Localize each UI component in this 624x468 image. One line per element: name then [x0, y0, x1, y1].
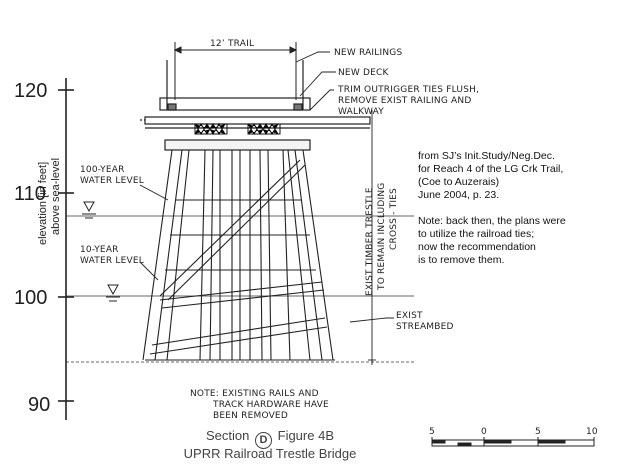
- bottom-note-line2: TRACK HARDWARE HAVE: [212, 400, 329, 410]
- elevation-axis: [58, 78, 74, 420]
- source-note-line: Note: back then, the plans were: [418, 215, 566, 227]
- trim-note-line1: TRIM OUTRIGGER TIES FLUSH,: [337, 85, 479, 95]
- section-letter-badge: D: [255, 432, 272, 449]
- elevation-axis-subtitle: above sea-level: [50, 158, 62, 235]
- water-10-label-line2: WATER LEVEL: [80, 256, 144, 266]
- new-deck-label: NEW DECK: [338, 68, 389, 78]
- scale-tick-5-left: 5: [429, 427, 435, 437]
- source-note-line: is to remove them.: [418, 254, 505, 266]
- source-note-line: from SJ’s Init.Study/Neg.Dec.: [418, 150, 555, 162]
- bottom-note-line3: BEEN REMOVED: [213, 411, 288, 421]
- water-100-label-line1: 100-YEAR: [80, 165, 125, 175]
- water-100-label-line2: WATER LEVEL: [80, 176, 144, 186]
- source-note-line: (Coe to Auzerais): [418, 176, 500, 188]
- streambed-label-line2: STREAMBED: [396, 322, 454, 332]
- streambed-label-line1: EXIST: [396, 311, 423, 321]
- figure-caption-section: Section D Figure 4B: [150, 428, 390, 449]
- scale-tick-5-right: 5: [535, 427, 541, 437]
- trestle-note-line1: EXIST TIMBER TRESTLE: [365, 187, 375, 296]
- trim-note-line2: REMOVE EXIST RAILING AND: [338, 96, 471, 106]
- elevation-tick-110: 110: [14, 183, 46, 205]
- new-railings-label: NEW RAILINGS: [334, 48, 402, 58]
- leader-lines: [139, 51, 394, 365]
- scale-tick-0: 0: [481, 427, 487, 437]
- trestle-note-line2: TO REMAIN INCLUDING: [377, 183, 387, 291]
- trim-note-line3: WALKWAY: [338, 107, 384, 117]
- elevation-tick-100: 100: [14, 287, 47, 309]
- source-note-line: now the recommendation: [418, 241, 536, 253]
- figure-caption-title: UPRR Railroad Trestle Bridge: [183, 446, 357, 461]
- scale-tick-10: 10: [586, 427, 598, 437]
- source-note: from SJ’s Init.Study/Neg.Dec. for Reach …: [418, 150, 618, 267]
- caption-figure-number: Figure 4B: [277, 428, 334, 443]
- caption-section-word: Section: [206, 428, 250, 443]
- trestle-bents: [142, 149, 335, 361]
- elevation-axis-title: elevation [in feet]: [37, 162, 49, 245]
- bottom-note-line1: NOTE: EXISTING RAILS AND: [190, 389, 319, 399]
- source-note-line: June 2004, p. 23.: [418, 189, 500, 201]
- cross-ties: [194, 123, 281, 135]
- water-10-label-line1: 10-YEAR: [80, 245, 119, 255]
- trail-width-label: 12’ TRAIL: [210, 39, 254, 49]
- elevation-tick-90: 90: [28, 394, 50, 416]
- source-note-line: for Reach 4 of the LG Crk Trail,: [418, 163, 564, 175]
- scale-bar: [431, 437, 595, 447]
- trestle-note-line3: CROSS - TIES: [389, 188, 399, 250]
- source-note-line: to utilize the railroad ties;: [418, 228, 535, 240]
- water-level-symbols: [82, 201, 120, 302]
- cap-beam: [164, 139, 311, 151]
- elevation-tick-120: 120: [14, 80, 47, 102]
- trail-width-dimension: [173, 42, 298, 100]
